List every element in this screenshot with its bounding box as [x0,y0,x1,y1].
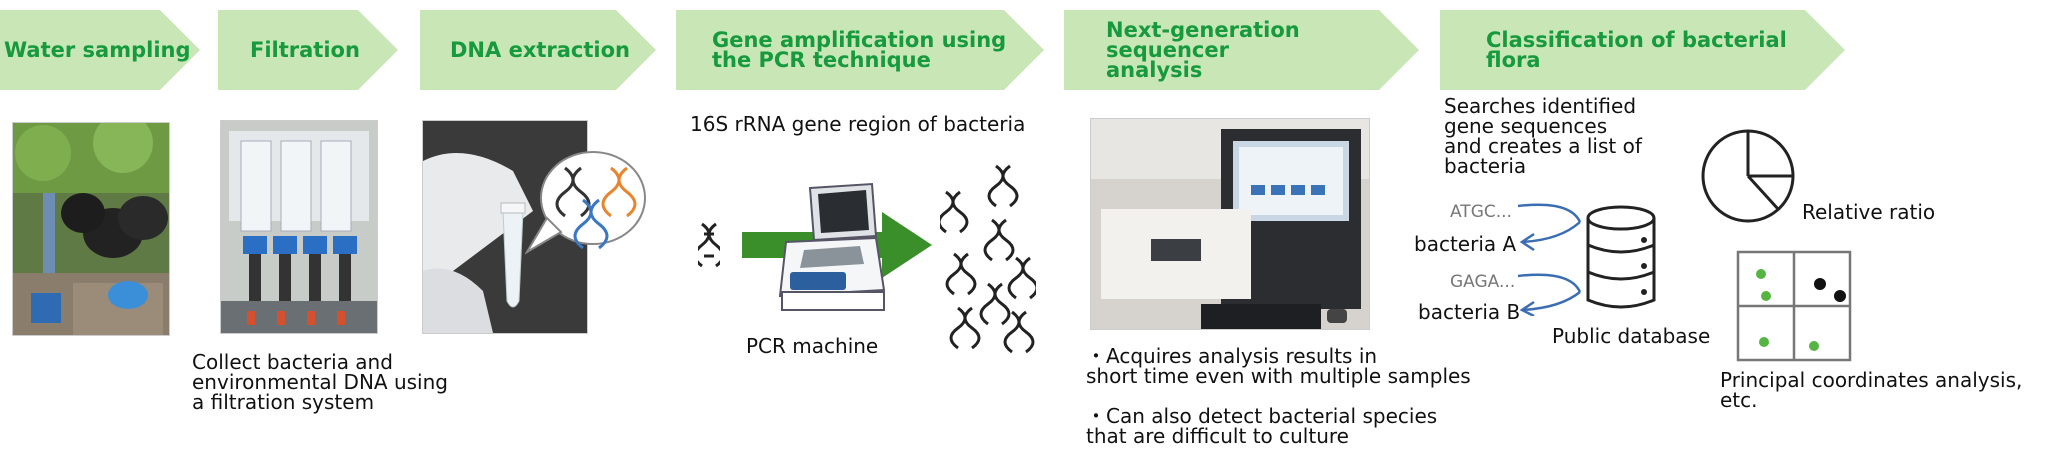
dna-icon [949,306,981,350]
database-icon [1586,205,1656,309]
filtration-system-photo [220,120,378,334]
pcoa-label: Principal coordinates analysis, etc. [1720,368,2023,412]
step-ngs-analysis: Next-generation sequencer analysis [1064,10,1419,90]
dna-icon [987,164,1019,208]
step-label: Next-generation sequencer analysis [1106,18,1300,82]
single-dna-icon [698,222,720,268]
pcr-machine-label: PCR machine [746,334,879,358]
database-label: Public database [1552,324,1711,348]
chevron-arrow-icon [0,10,200,90]
bacteria-b-label: bacteria B [1418,300,1521,324]
step-water-sampling: Water sampling [0,10,200,90]
step-label: Classification of bacterial flora [1486,28,1787,72]
pie-chart-icon [1701,129,1795,223]
classification-description: Searches identified gene sequences and c… [1444,94,1642,178]
filtration-caption: Collect bacteria and environmental DNA u… [192,350,448,414]
amplified-dna-cluster [940,164,1036,354]
chevron-arrow-icon [1064,10,1419,90]
chevron-arrow-icon [1440,10,1845,90]
step-label: Gene amplification using the PCR techniq… [712,28,1007,72]
sequence-gaga: GAGA... [1450,272,1516,292]
dna-icon [573,198,609,250]
dna-icon [983,218,1015,262]
bacteria-a-label: bacteria A [1414,232,1517,256]
pie-chart-label: Relative ratio [1802,200,1936,224]
dna-icon [555,166,591,218]
step-filtration: Filtration [218,10,398,90]
pcoa-plot-icon [1736,250,1852,362]
dna-icon [1003,310,1035,354]
sequencer-photo [1090,118,1370,330]
step-label: DNA extraction [450,38,630,62]
dna-icon [940,190,969,234]
dna-icon [1007,256,1036,300]
pcr-region-label: 16S rRNA gene region of bacteria [690,112,1026,136]
dna-icon [945,252,977,296]
step-label: Filtration [250,38,360,62]
dna-speech-bubble [525,151,646,255]
step-gene-amplification: Gene amplification using the PCR techniq… [676,10,1044,90]
step-label: Water sampling [4,38,191,62]
pcr-machine-icon [778,182,886,311]
chevron-arrow-icon [420,10,656,90]
dna-icon [601,166,637,218]
dna-icon [979,282,1011,326]
step-dna-extraction: DNA extraction [420,10,656,90]
step-classification: Classification of bacterial flora [1440,10,1845,90]
chevron-arrow-icon [676,10,1044,90]
sequence-atgc: ATGC... [1450,202,1512,222]
dna-extraction-photo [422,120,588,334]
match-arrows [1517,203,1582,316]
water-sampling-photo [12,122,170,336]
ngs-point-1: ・Acquires analysis results in short time… [1086,344,1471,388]
ngs-point-2: ・Can also detect bacterial species that … [1086,404,1438,448]
chevron-arrow-icon [218,10,398,90]
